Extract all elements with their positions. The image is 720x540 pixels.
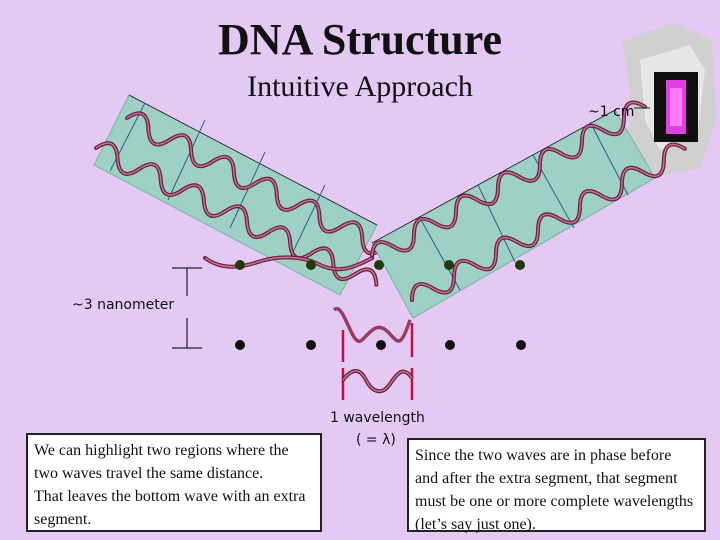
left-note-box: We can highlight two regions where the t… — [26, 433, 322, 532]
outgoing-beam — [364, 95, 692, 319]
crystal-sample — [622, 22, 716, 178]
scale-label: ~1 cm — [588, 104, 635, 120]
wavelength-indicator — [341, 368, 414, 400]
wavelength-equation: ( = λ) — [356, 432, 396, 448]
atom-dot — [444, 260, 454, 270]
spacing-bracket — [172, 267, 202, 349]
atom-dot — [516, 340, 526, 350]
slide-title: DNA Structure — [218, 15, 502, 64]
atom-dot — [235, 340, 245, 350]
atom-dot — [306, 340, 316, 350]
atom-dot — [374, 260, 384, 270]
atom-dot — [515, 260, 525, 270]
left-note-line1: We can highlight two regions where the t… — [34, 442, 289, 482]
atom-dot — [445, 340, 455, 350]
slide-subtitle: Intuitive Approach — [247, 70, 473, 103]
right-note-box: Since the two waves are in phase before … — [407, 438, 706, 533]
left-note-line2: That leaves the bottom wave with an extr… — [34, 488, 306, 528]
right-note-text: Since the two waves are in phase before … — [415, 447, 694, 533]
atom-row-lower — [235, 340, 526, 350]
spacing-label: ~3 nanometer — [72, 297, 175, 313]
extra-segment-wave — [332, 306, 412, 344]
atom-dot — [306, 260, 316, 270]
wavelength-label: 1 wavelength — [330, 410, 425, 426]
incoming-beam — [91, 94, 412, 295]
atom-dot — [235, 260, 245, 270]
atom-row-upper — [235, 260, 525, 270]
atom-dot — [376, 340, 386, 350]
